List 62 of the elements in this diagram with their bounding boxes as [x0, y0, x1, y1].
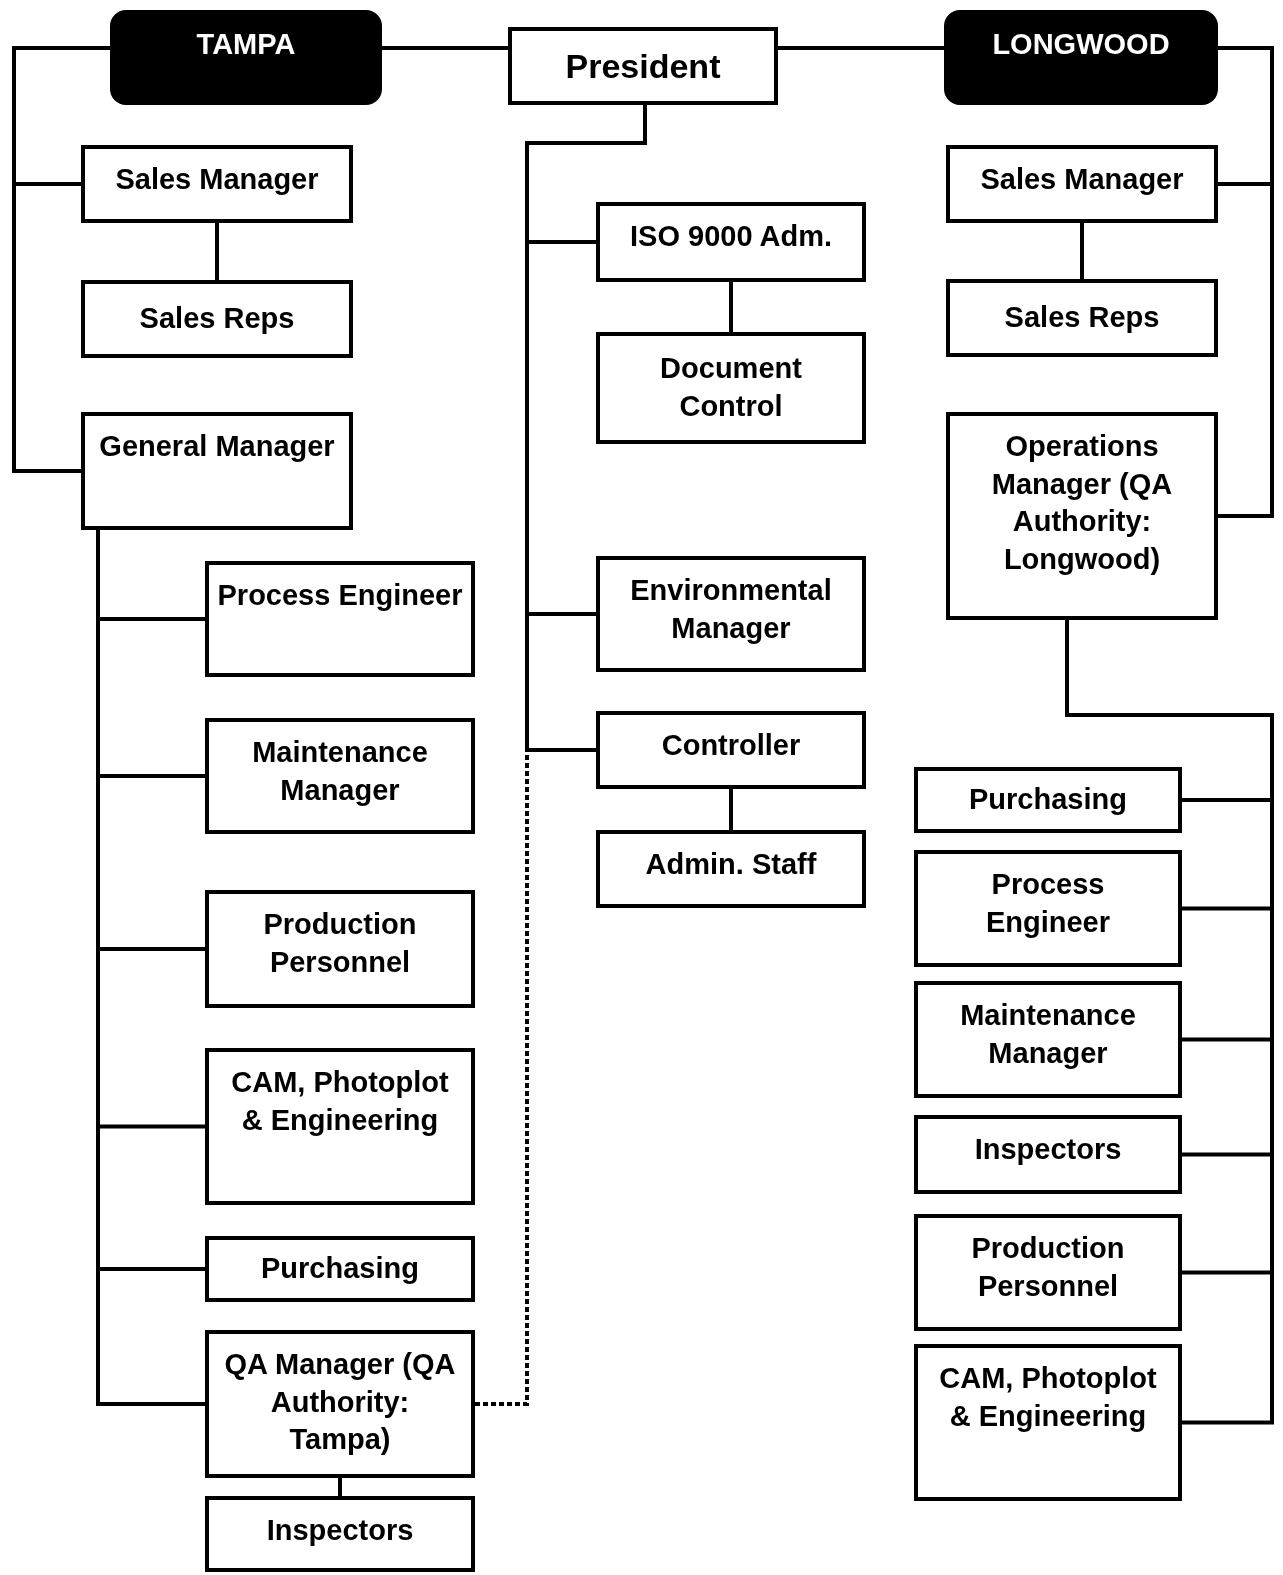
connector-line: [729, 789, 733, 830]
location-box: [944, 10, 1218, 105]
box-label: Environmental Manager: [629, 573, 833, 646]
connector-line: [729, 282, 733, 332]
position-box: [914, 1115, 1182, 1194]
location-box: [110, 10, 382, 105]
connector-line: [215, 223, 219, 280]
position-box: [914, 981, 1182, 1098]
box-label: Sales Reps: [1004, 300, 1160, 336]
position-box: [596, 332, 866, 444]
box-label: Controller: [661, 728, 801, 763]
position-box: [205, 890, 475, 1008]
position-box: [914, 767, 1182, 833]
position-box: [914, 850, 1182, 967]
position-box: [508, 27, 778, 105]
position-box: [81, 280, 353, 358]
box-label: Operations Manager (QA Authority: Longwood): [990, 429, 1174, 578]
box-label: General Manager: [99, 429, 335, 464]
position-box: [946, 412, 1218, 620]
position-box: [81, 412, 353, 530]
position-box: [596, 830, 866, 908]
box-label: Purchasing: [969, 782, 1127, 818]
box-label: ISO 9000 Adm.: [630, 219, 832, 254]
position-box: [914, 1214, 1182, 1331]
box-label: Maintenance Manager: [251, 735, 429, 808]
box-label: LONGWOOD: [992, 27, 1170, 62]
position-box: [205, 718, 475, 834]
box-label: Inspectors: [266, 1513, 414, 1548]
box-label: Sales Manager: [115, 162, 319, 197]
box-label: Admin. Staff: [645, 847, 817, 882]
box-label: Sales Manager: [980, 162, 1184, 197]
connector-line: [382, 46, 508, 50]
position-box: [596, 556, 866, 672]
connector-line: [1218, 46, 1274, 518]
position-box: [914, 1344, 1182, 1501]
position-box: [205, 1330, 475, 1478]
box-label: Production Personnel: [970, 1231, 1126, 1304]
box-label: Purchasing: [261, 1251, 419, 1287]
position-box: [205, 1236, 475, 1302]
box-label: CAM, Photoplot & Engineering: [938, 1361, 1158, 1434]
position-box: [205, 561, 475, 677]
connector-line: [778, 46, 944, 50]
connector-line: [1080, 223, 1084, 279]
box-label: Maintenance Manager: [959, 998, 1137, 1071]
box-label: Process Engineer: [217, 578, 463, 613]
box-label: Production Personnel: [262, 907, 418, 980]
box-label: Process Engineer: [984, 867, 1112, 940]
box-label: Sales Reps: [139, 301, 295, 337]
connector-line: [338, 1478, 342, 1496]
box-label: TAMPA: [196, 27, 296, 62]
position-box: [81, 145, 353, 223]
position-box: [596, 711, 866, 789]
position-box: [596, 202, 866, 282]
box-label: President: [565, 45, 721, 87]
box-label: Inspectors: [974, 1132, 1122, 1167]
position-box: [946, 279, 1218, 357]
box-label: QA Manager (QA Authority: Tampa): [223, 1347, 457, 1458]
box-label: Document Control: [659, 351, 803, 424]
box-label: CAM, Photoplot & Engineering: [230, 1065, 450, 1138]
position-box: [205, 1048, 475, 1205]
position-box: [946, 145, 1218, 223]
position-box: [205, 1496, 475, 1572]
